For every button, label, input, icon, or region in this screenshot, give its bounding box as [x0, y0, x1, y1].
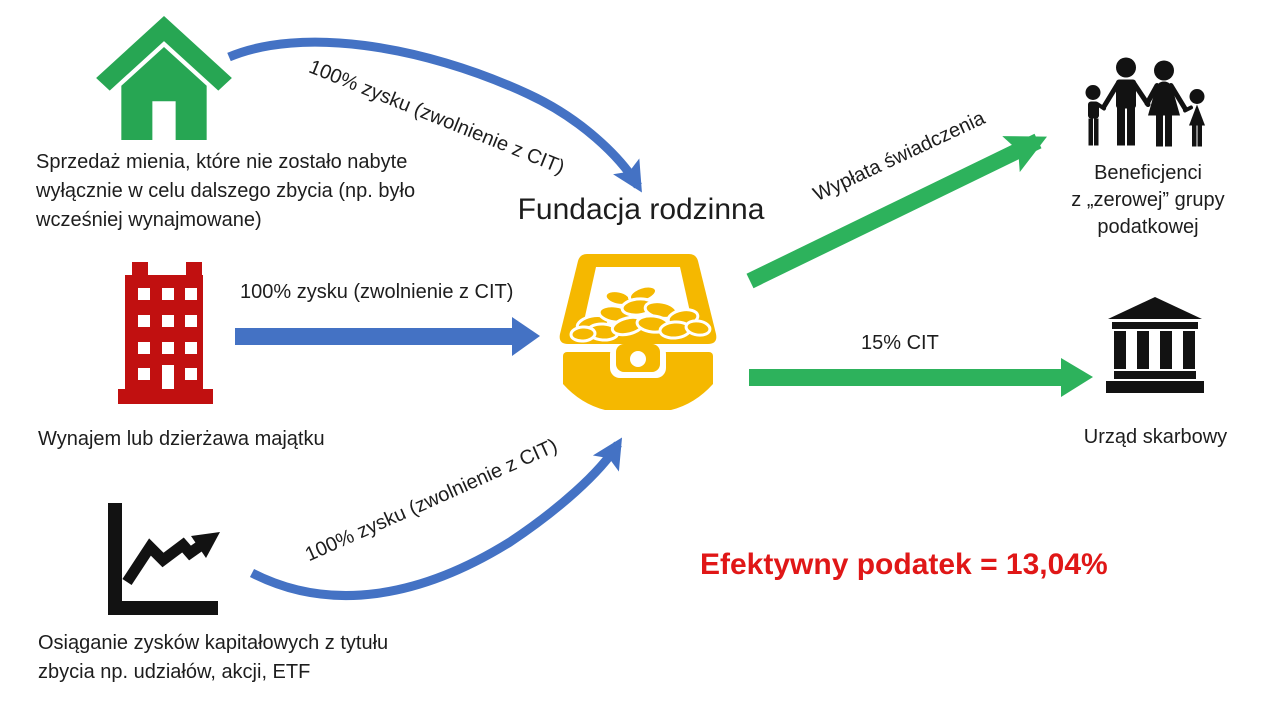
straight-arrow-building-to-foundation	[235, 317, 540, 356]
curved-arrow-chart-to-foundation	[249, 437, 623, 600]
flow-label-rental: 100% zysku (zwolnienie z CIT)	[240, 281, 514, 303]
treasure-chest-icon	[559, 254, 717, 410]
flow-label-cit: 15% CIT	[861, 332, 939, 354]
destination-label-beneficiaries: Beneficjenci z „zerowej” grupy podatkowe…	[1071, 162, 1225, 238]
bank-icon	[1106, 297, 1204, 393]
arrow-foundation-to-beneficiaries	[746, 133, 1047, 289]
destination-label-tax-office: Urząd skarbowy	[1083, 426, 1228, 448]
foundation-title: Fundacja rodzinna	[517, 193, 765, 226]
chart-icon	[108, 503, 220, 615]
source-label-property-sale: Sprzedaż mienia, które nie zostało nabyt…	[36, 151, 416, 231]
family-icon	[1085, 57, 1205, 147]
source-label-rental: Wynajem lub dzierżawa majątku	[38, 428, 325, 450]
curved-arrow-house-to-foundation	[227, 37, 642, 193]
house-icon	[96, 15, 232, 141]
source-label-capital-gains: Osiąganie zysków kapitałowych z tytułu z…	[38, 632, 389, 683]
building-icon	[118, 262, 213, 404]
effective-tax-summary: Efektywny podatek = 13,04%	[700, 548, 1108, 581]
arrow-foundation-to-tax-office	[749, 358, 1093, 397]
